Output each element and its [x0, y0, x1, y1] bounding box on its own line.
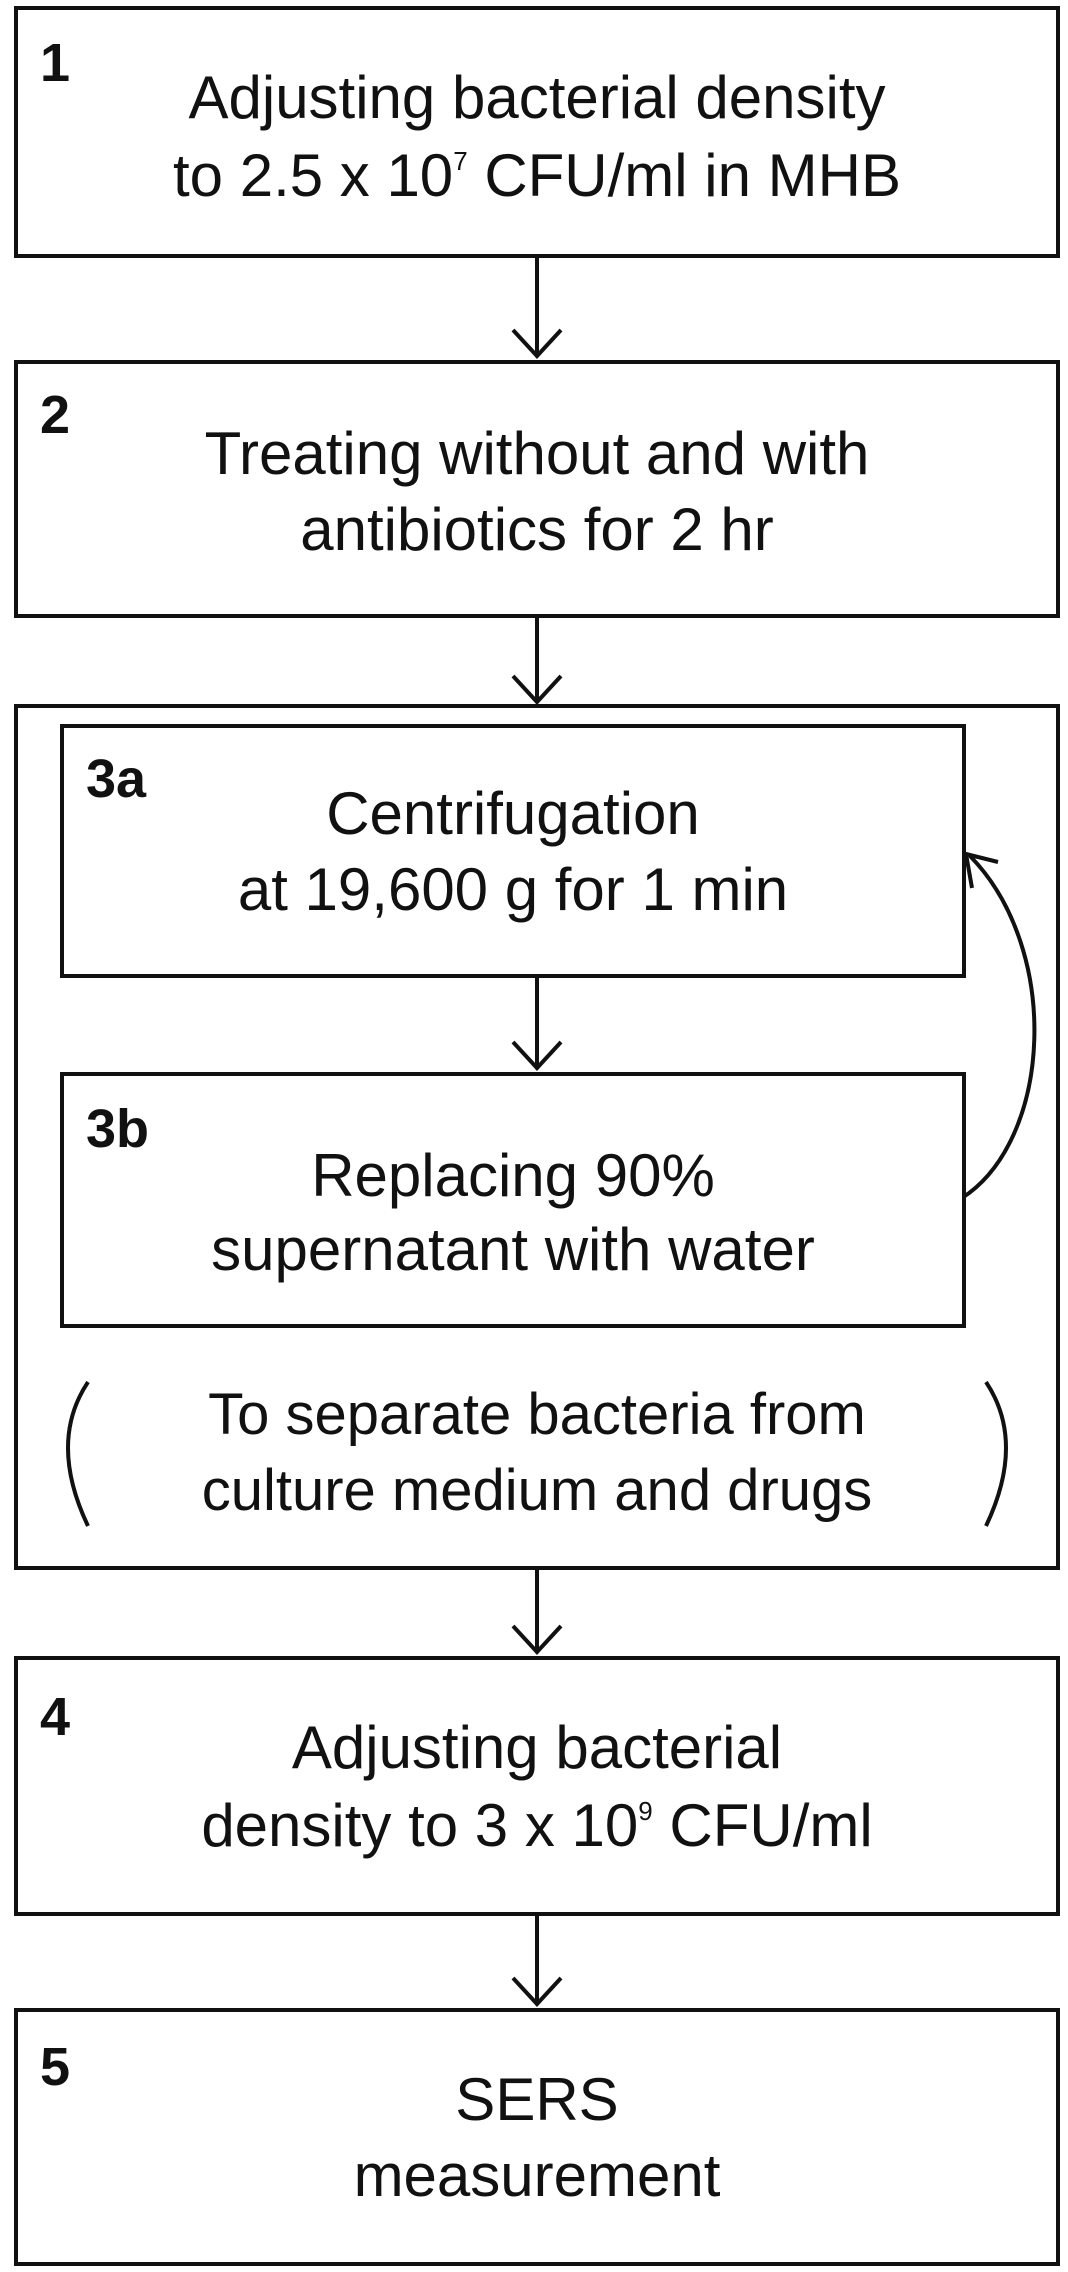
step-number: 5 — [40, 2037, 71, 2097]
step-2-box: 2 Treating without and with antibiotics … — [14, 360, 1060, 618]
arrow-3a-to-3b — [511, 976, 563, 1071]
step-number: 1 — [40, 33, 71, 93]
step-2-line-1: Treating without and with — [204, 420, 870, 487]
step-4-line-1: Adjusting bacterial — [291, 1714, 783, 1781]
step-3b-box: 3b Replacing 90% supernatant with water — [60, 1072, 966, 1328]
arrow-3-to-4 — [511, 1568, 563, 1655]
step-number: 2 — [40, 385, 71, 445]
step-5-line-2: measurement — [353, 2142, 721, 2209]
step-3b-line-2: supernatant with water — [211, 1216, 815, 1283]
step-3-note-line-2: culture medium and drugs — [201, 1458, 873, 1523]
right-paren — [984, 1380, 1008, 1527]
step-2-line-2: antibiotics for 2 hr — [300, 496, 774, 563]
exponent: 9 — [638, 1796, 653, 1826]
step-1-line-1: Adjusting bacterial density — [188, 64, 886, 131]
step-3b-line-1: Replacing 90% — [311, 1142, 715, 1209]
left-paren — [66, 1380, 90, 1527]
step-number: 3b — [86, 1099, 150, 1159]
step-5-line-1: SERS — [455, 2066, 619, 2133]
step-4-line-2: density to 3 x 109 CFU/ml — [201, 1792, 873, 1859]
step-5-box: 5 SERS measurement — [14, 2008, 1060, 2266]
arrow-2-to-3 — [511, 616, 563, 705]
step-3a-line-2: at 19,600 g for 1 min — [237, 856, 789, 923]
repeat-loop-arrow — [960, 851, 1037, 1200]
arrow-1-to-2 — [511, 258, 563, 359]
exponent: 7 — [453, 146, 468, 176]
step-1-line-2: to 2.5 x 107 CFU/ml in MHB — [172, 142, 901, 209]
step-number: 3a — [86, 749, 147, 809]
step-3-note-line-1: To separate bacteria from — [208, 1382, 866, 1447]
step-3-container — [14, 704, 1060, 1570]
step-number: 4 — [40, 1687, 71, 1747]
step-3a-box: 3a Centrifugation at 19,600 g for 1 min — [60, 724, 966, 978]
step-1-box: 1 Adjusting bacterial density to 2.5 x 1… — [14, 6, 1060, 258]
step-4-box: 4 Adjusting bacterial density to 3 x 109… — [14, 1656, 1060, 1916]
step-3a-line-1: Centrifugation — [326, 780, 700, 847]
arrow-4-to-5 — [511, 1914, 563, 2007]
